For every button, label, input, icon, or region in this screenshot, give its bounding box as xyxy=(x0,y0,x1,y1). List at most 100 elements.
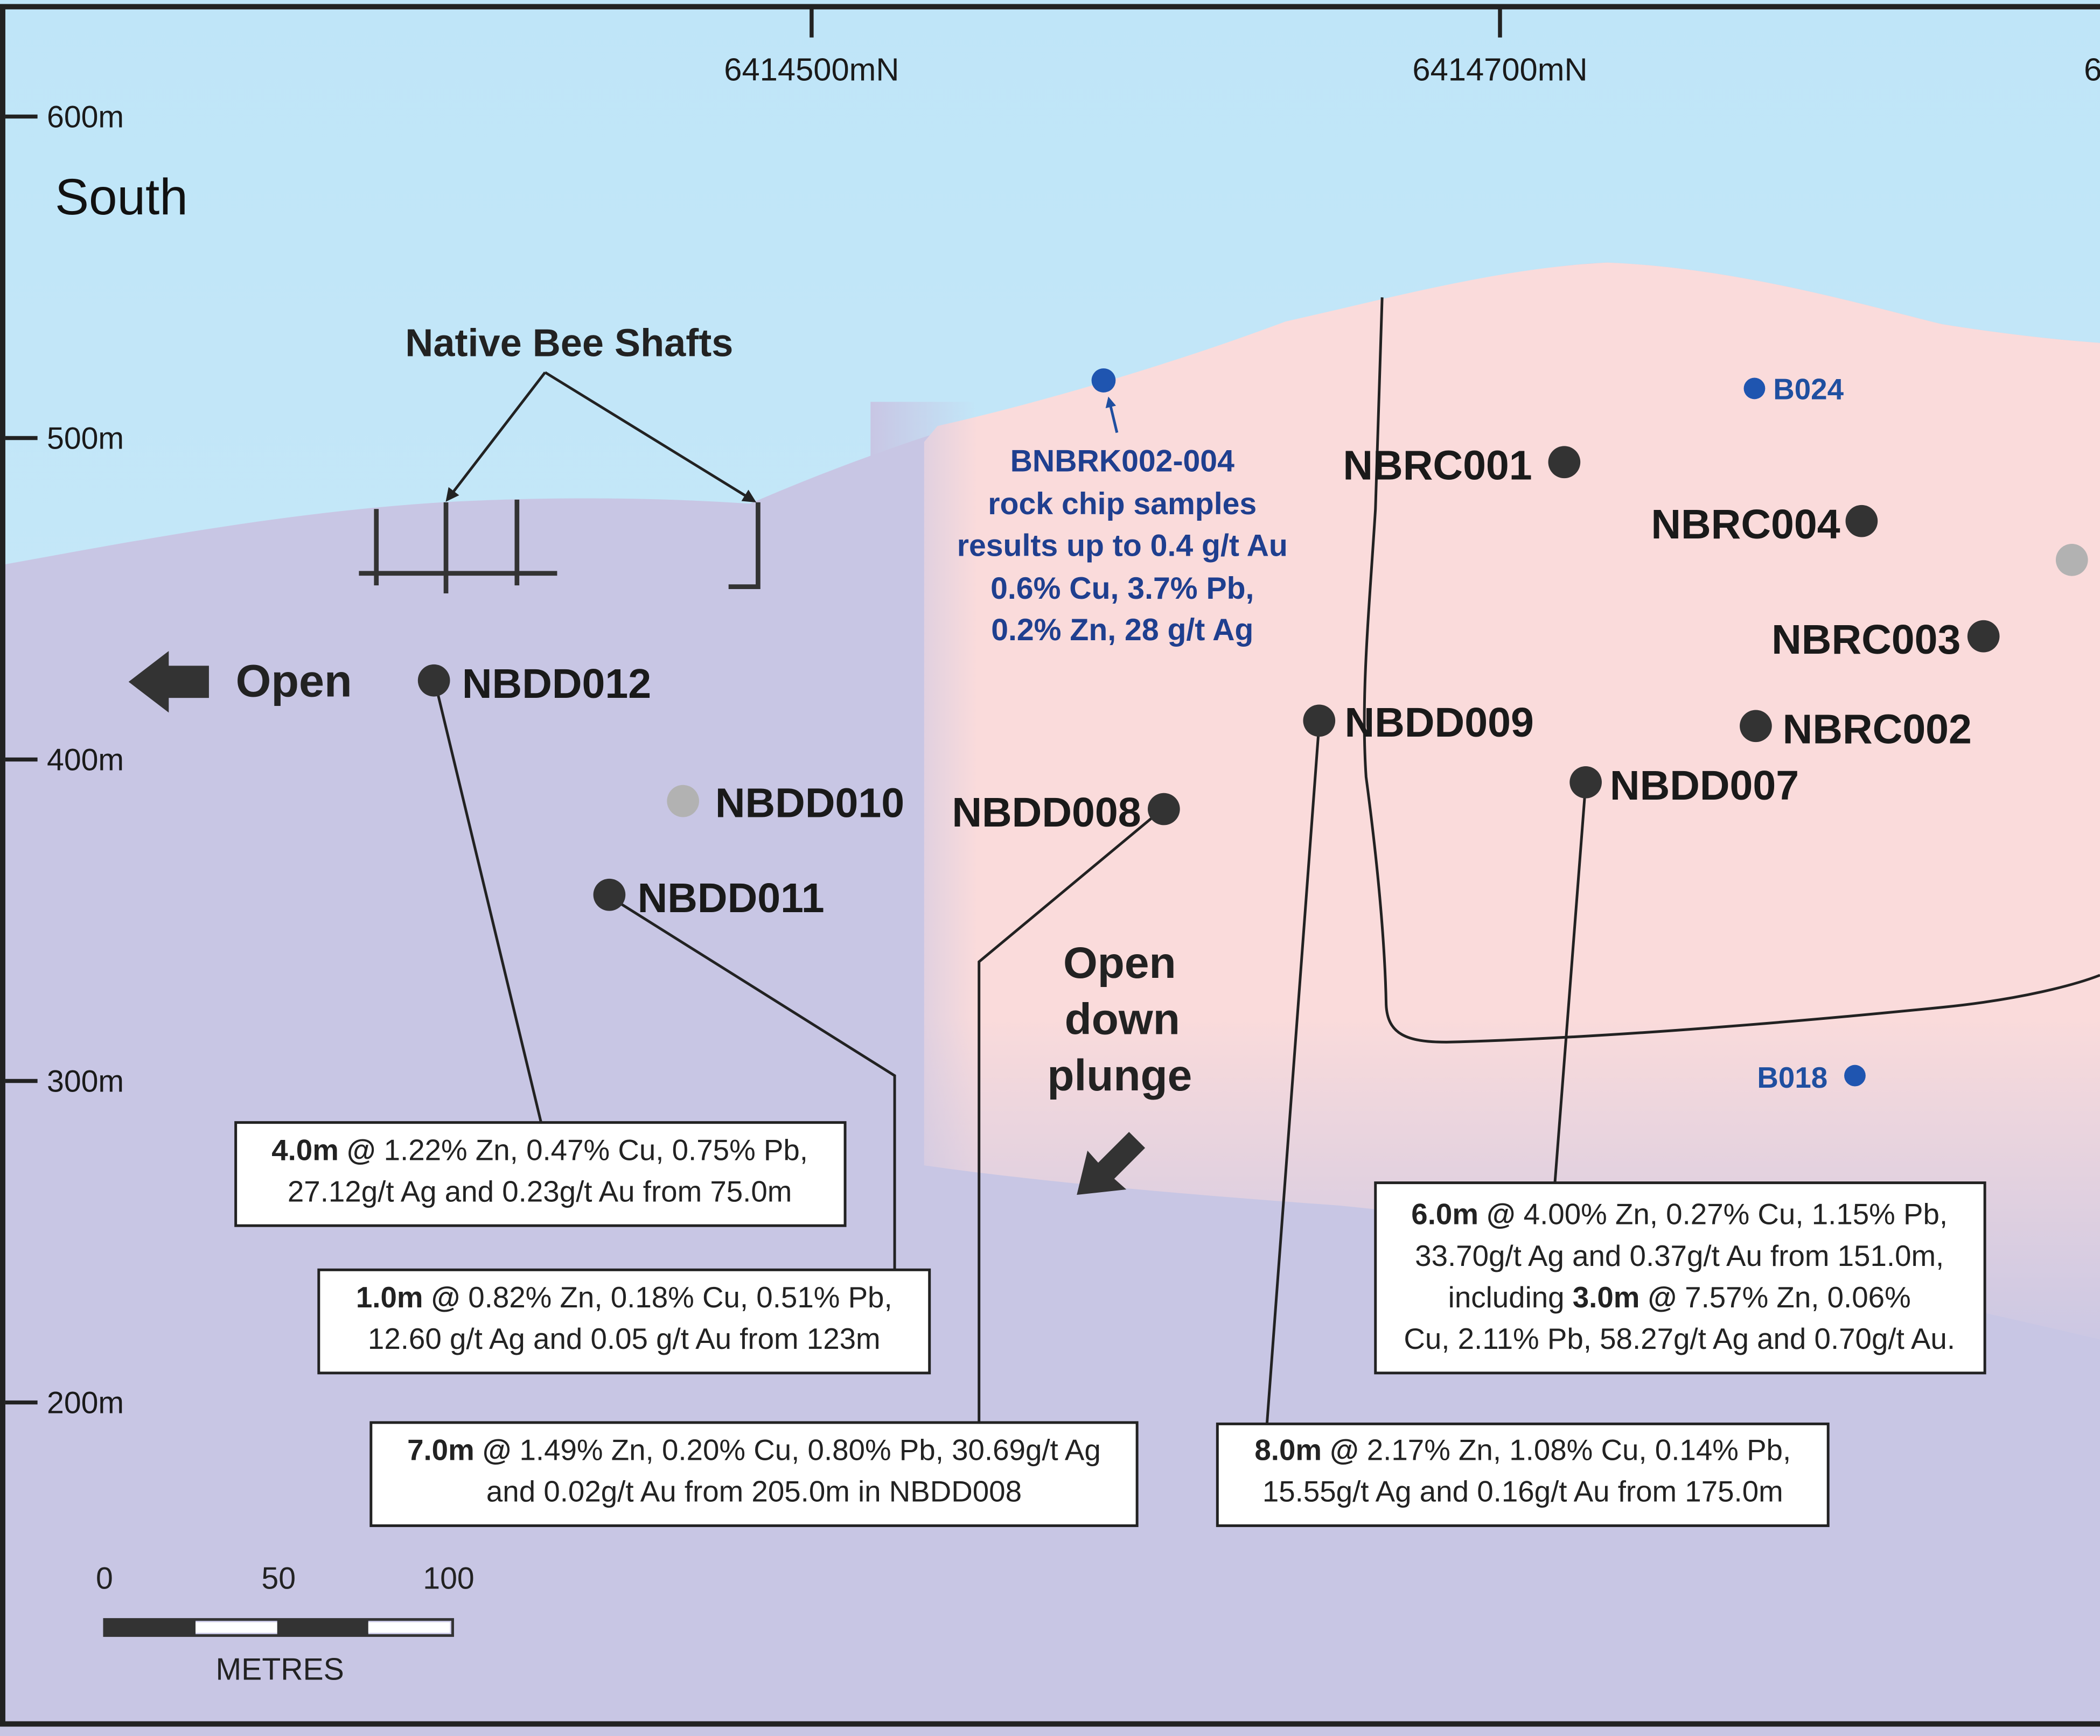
intercept-box xyxy=(234,1121,847,1227)
plunge-label-line: down xyxy=(1065,995,1180,1044)
scale-unit-label: METRES xyxy=(216,1653,344,1687)
rock-chip-marker xyxy=(1091,368,1116,393)
intercept-line: including 3.0m @ 7.57% Zn, 0.06% xyxy=(1448,1280,1911,1314)
plunge-label-line: plunge xyxy=(1047,1051,1192,1100)
scale-segment-light xyxy=(368,1622,450,1633)
elevation-label: 500m xyxy=(47,421,124,456)
intercept-line: 7.0m @ 1.49% Zn, 0.20% Cu, 0.80% Pb, 30.… xyxy=(407,1433,1101,1467)
scale-segment-light xyxy=(196,1622,277,1633)
drillhole-label: NBDD010 xyxy=(715,780,904,826)
rock-chip-text: 0.2% Zn, 28 g/t Ag xyxy=(991,613,1253,647)
intercept-grades: and 0.02g/t Au from 205.0m in NBDD008 xyxy=(486,1475,1022,1508)
intercept-grades: 1.49% Zn, 0.20% Cu, 0.80% Pb, 30.69g/t A… xyxy=(511,1433,1101,1467)
drillhole-marker xyxy=(1303,704,1336,737)
intercept-box-NBDD008: 7.0m @ 1.49% Zn, 0.20% Cu, 0.80% Pb, 30.… xyxy=(369,1421,1139,1527)
drillhole-NBRC001[interactable]: NBRC001 xyxy=(1343,443,1581,489)
intercept-box xyxy=(1374,1181,1986,1375)
drillhole-label: NBRC003 xyxy=(1771,617,1961,663)
intercept-grades: Cu, 2.11% Pb, 58.27g/t Ag and 0.70g/t Au… xyxy=(1404,1322,1955,1355)
scale-segment-dark xyxy=(277,1619,368,1636)
elevation-label: 400m xyxy=(47,743,124,777)
northing-label: 6414700mN xyxy=(1412,51,1587,87)
drillhole-marker xyxy=(593,878,626,911)
drillhole-label: NBRC004 xyxy=(1651,501,1840,548)
drillhole-unlabelled-edge[interactable] xyxy=(2055,543,2088,576)
intercept-line: 33.70g/t Ag and 0.37g/t Au from 151.0m, xyxy=(1415,1239,1944,1272)
drillhole-label: NBDD012 xyxy=(462,661,651,707)
drillhole-label: NBDD008 xyxy=(952,789,1141,836)
down-plunge-arrow-icon xyxy=(1077,1132,1146,1195)
intercept-line: 4.0m @ 1.22% Zn, 0.47% Cu, 0.75% Pb, xyxy=(271,1133,808,1166)
intercept-line: 12.60 g/t Ag and 0.05 g/t Au from 123m xyxy=(368,1322,881,1355)
drillhole-label: NBDD009 xyxy=(1345,699,1534,746)
intercept-box xyxy=(1216,1422,1830,1527)
scale-outline xyxy=(103,1618,454,1637)
drillhole-NBDD009[interactable]: NBDD009 xyxy=(1303,699,1534,746)
intercept-width: 1.0m @ xyxy=(356,1280,460,1314)
intercept-box-NBDD007: 6.0m @ 4.00% Zn, 0.27% Cu, 1.15% Pb, 33.… xyxy=(1374,1181,1986,1375)
drillhole-marker xyxy=(1845,505,1878,537)
shaft-pointer-arrow xyxy=(445,372,547,502)
intercept-grades: 33.70g/t Ag and 0.37g/t Au from 151.0m, xyxy=(1415,1239,1944,1272)
intercept-grades: 15.55g/t Ag and 0.16g/t Au from 175.0m xyxy=(1262,1475,1783,1508)
intercept-line: and 0.02g/t Au from 205.0m in NBDD008 xyxy=(486,1475,1022,1508)
drillhole-marker xyxy=(417,664,450,697)
drillhole-NBDD010[interactable]: NBDD010 xyxy=(667,780,904,826)
intercept-box-NBDD011: 1.0m @ 0.82% Zn, 0.18% Cu, 0.51% Pb, 12.… xyxy=(317,1268,931,1375)
leader-NBDD012 xyxy=(434,683,543,1123)
intercept-box xyxy=(369,1421,1139,1527)
sample-marker xyxy=(1743,377,1766,400)
native-bee-shafts: Native Bee Shafts xyxy=(359,322,761,594)
drillhole-NBDD011[interactable]: NBDD011 xyxy=(593,875,825,921)
drillhole-label: NBDD011 xyxy=(638,875,825,921)
intercept-box-NBDD012: 4.0m @ 1.22% Zn, 0.47% Cu, 0.75% Pb, 27.… xyxy=(234,1121,847,1227)
intercept-box-NBDD009: 8.0m @ 2.17% Zn, 1.08% Cu, 0.14% Pb, 15.… xyxy=(1216,1422,1830,1527)
intercept-line: 15.55g/t Ag and 0.16g/t Au from 175.0m xyxy=(1262,1475,1783,1508)
zone-outline xyxy=(1363,297,2100,1044)
leader-NBDD009 xyxy=(1265,723,1321,1424)
leader-NBDD008 xyxy=(978,808,1163,1423)
intercept-line: 8.0m @ 2.17% Zn, 1.08% Cu, 0.14% Pb, xyxy=(1254,1433,1791,1467)
drillhole-label: NBRC001 xyxy=(1343,443,1532,489)
direction-label: South xyxy=(55,169,188,226)
intercept-grades: including xyxy=(1448,1280,1573,1314)
drillholes: NBDD012 NBDD010 NBDD011 NBDD008 NBDD009 … xyxy=(417,443,2088,921)
drillhole-NBRC002[interactable]: NBRC002 xyxy=(1740,706,1972,753)
intercept-line: 1.0m @ 0.82% Zn, 0.18% Cu, 0.51% Pb, xyxy=(356,1280,892,1314)
drillhole-marker xyxy=(667,785,700,817)
intercept-line: 27.12g/t Ag and 0.23g/t Au from 75.0m xyxy=(288,1174,792,1208)
intercept-width: 8.0m @ xyxy=(1254,1433,1358,1467)
drillhole-NBDD008[interactable]: NBDD008 xyxy=(952,789,1180,836)
plunge-label-line: Open xyxy=(1063,939,1176,988)
rock-chip-text: results up to 0.4 g/t Au xyxy=(957,528,1288,563)
sample-B018: B018 xyxy=(1757,1061,1866,1094)
scale-tick-label: 100 xyxy=(423,1561,474,1595)
sample-label: B024 xyxy=(1773,372,1844,405)
sample-marker xyxy=(1844,1065,1866,1087)
elevation-axis: 600m 500m 400m 300m 200m xyxy=(5,100,124,1420)
rock-chip-text: BNBRK002-004 xyxy=(1010,444,1234,479)
open-left-label: Open xyxy=(236,655,352,706)
drillhole-NBRC004[interactable]: NBRC004 xyxy=(1651,501,1878,548)
shaft-pointer-arrow xyxy=(544,371,757,502)
drillhole-NBDD012[interactable]: NBDD012 xyxy=(417,661,651,707)
drillhole-NBRC003[interactable]: NBRC003 xyxy=(1771,617,2000,663)
drillhole-NBDD007[interactable]: NBDD007 xyxy=(1569,762,1799,809)
northing-label: 6414500mN xyxy=(724,51,899,87)
frame-border xyxy=(0,4,2100,1727)
open-down-plunge-annotation: Open down plunge xyxy=(1047,939,1192,1195)
open-left-annotation: Open xyxy=(128,651,352,713)
elevation-label: 300m xyxy=(47,1064,124,1098)
left-arrow-icon xyxy=(128,651,209,713)
intercept-line: 6.0m @ 4.00% Zn, 0.27% Cu, 1.15% Pb, xyxy=(1411,1198,1948,1231)
drillhole-marker xyxy=(1148,793,1180,825)
scale-tick-label: 0 xyxy=(96,1561,113,1595)
rock-chip-pointer xyxy=(1105,396,1119,433)
intercept-line: Cu, 2.11% Pb, 58.27g/t Ag and 0.70g/t Au… xyxy=(1404,1322,1955,1355)
scale-bar: 0 50 100 METRES xyxy=(96,1561,475,1686)
drillhole-marker xyxy=(1548,446,1581,479)
elevation-label: 200m xyxy=(47,1385,124,1420)
rock-chip-sample: BNBRK002-004 rock chip samples results u… xyxy=(957,368,1288,647)
intercept-grades: 27.12g/t Ag and 0.23g/t Au from 75.0m xyxy=(288,1174,792,1208)
intercept-grades: 1.22% Zn, 0.47% Cu, 0.75% Pb, xyxy=(375,1133,808,1166)
